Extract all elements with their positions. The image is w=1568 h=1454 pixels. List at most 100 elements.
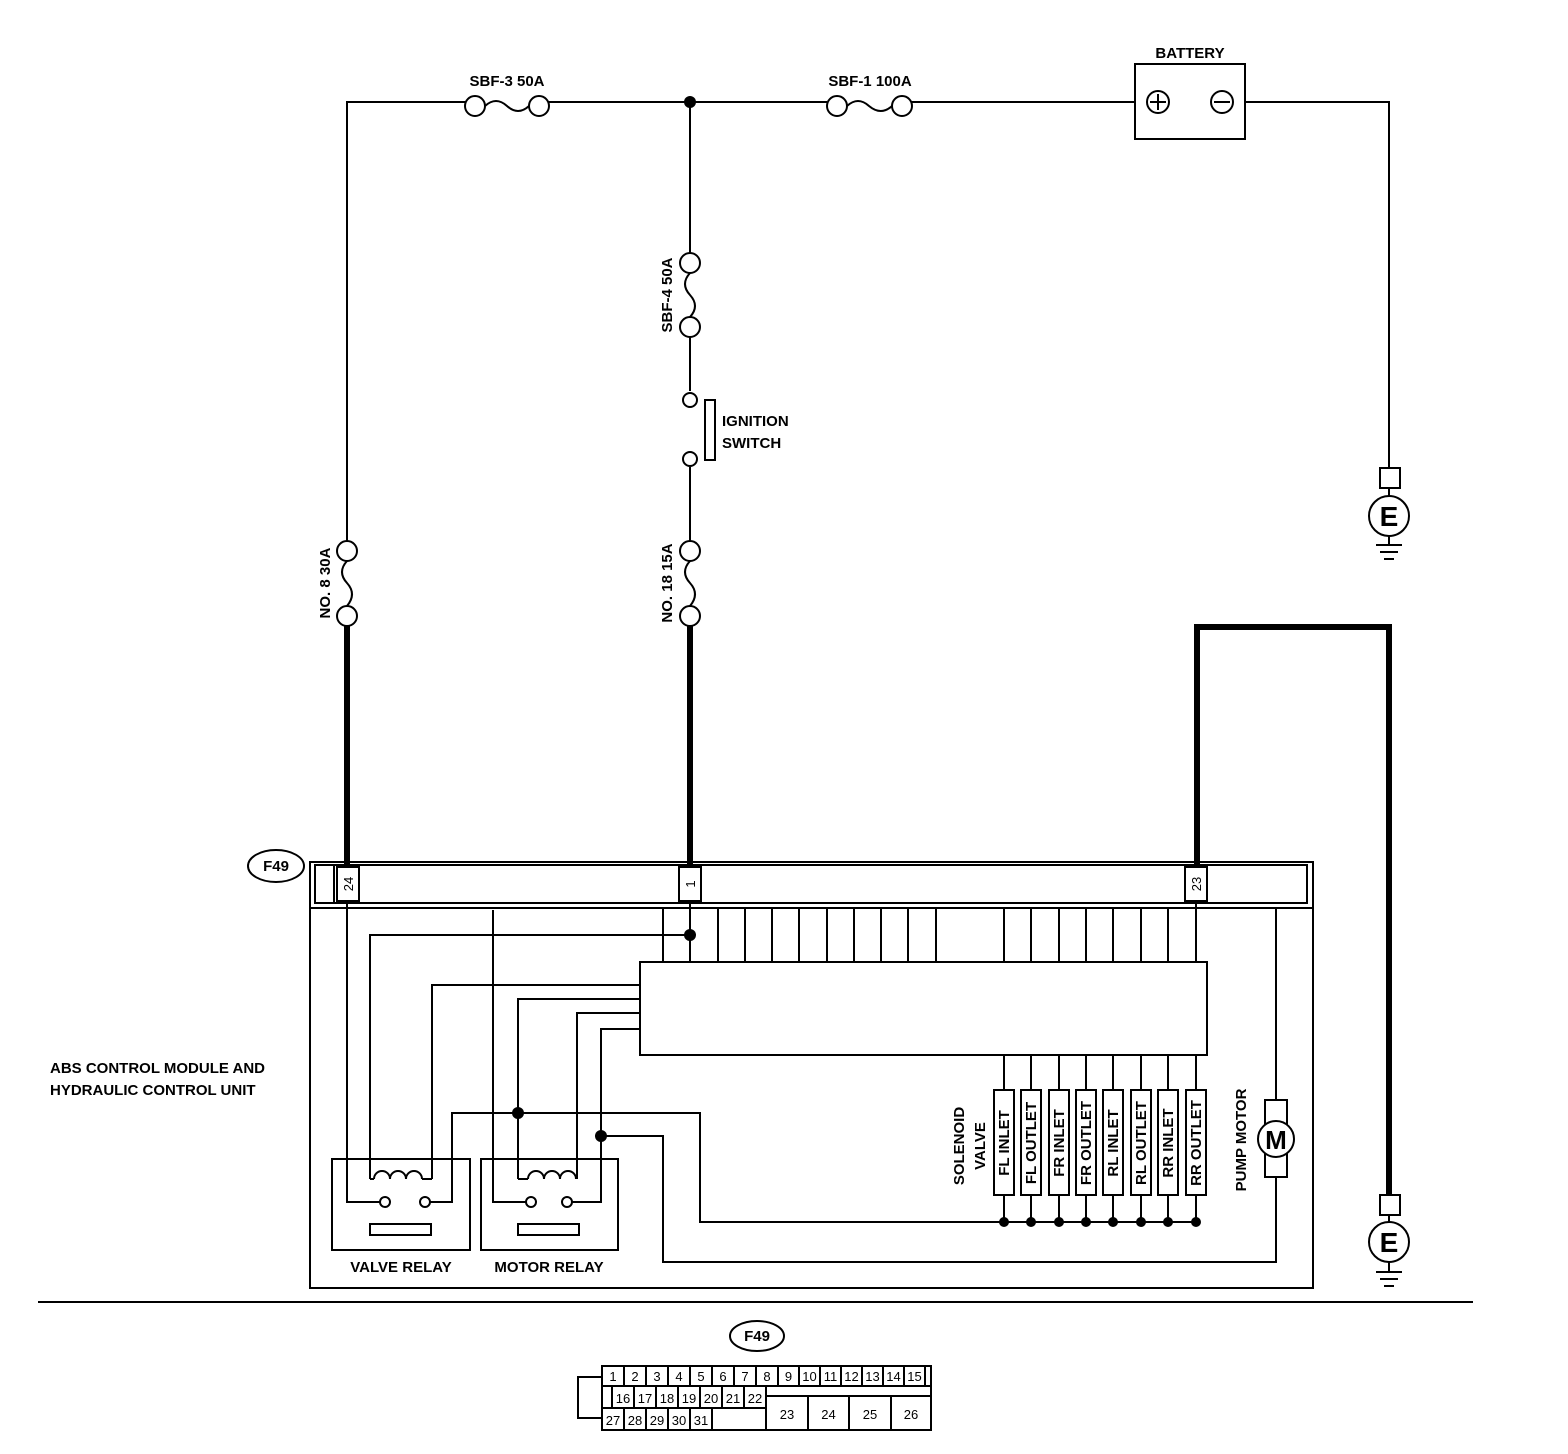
- ignition-switch: IGNITION SWITCH: [682, 392, 789, 467]
- connector-cell: 28: [628, 1413, 642, 1428]
- control-ic: [639, 961, 1208, 1056]
- pump-motor-label: PUMP MOTOR: [1233, 1088, 1250, 1191]
- connector-cell: 17: [638, 1391, 652, 1406]
- solenoid-rr-inlet: RR INLET: [1157, 1089, 1179, 1196]
- connector-cell: 15: [907, 1369, 921, 1384]
- big-cells: 23 24 25 26: [780, 1407, 918, 1422]
- svg-text:FL OUTLET: FL OUTLET: [1023, 1102, 1040, 1184]
- fuse-sbf3: SBF-3 50A: [464, 73, 550, 117]
- module-label-line2: HYDRAULIC CONTROL UNIT: [50, 1082, 256, 1099]
- fuse-sbf1: SBF-1 100A: [826, 73, 913, 117]
- fuse8-label: NO. 8 30A: [317, 547, 334, 618]
- connector-face-id: F49: [744, 1328, 770, 1345]
- connector-cell: 23: [780, 1407, 794, 1422]
- connector-cell: 21: [726, 1391, 740, 1406]
- module-label-line1: ABS CONTROL MODULE AND: [50, 1060, 265, 1077]
- ground-upper-symbol: E: [1380, 501, 1399, 532]
- pin-1: [678, 866, 702, 902]
- top-wiring: [346, 96, 1390, 542]
- fuse-no18: NO. 18 15A: [659, 540, 701, 627]
- battery: BATTERY: [1134, 45, 1246, 140]
- connector-f49-strip: F49 24 1 23: [247, 849, 1308, 904]
- battery-minus-icon: [1210, 90, 1234, 114]
- solenoid-rr-outlet: RR OUTLET: [1185, 1089, 1207, 1196]
- connector-cell: 26: [904, 1407, 918, 1422]
- motor-icon: [1257, 1120, 1295, 1158]
- svg-text:RR OUTLET: RR OUTLET: [1188, 1100, 1205, 1186]
- sbf4-label: SBF-4 50A: [659, 257, 676, 332]
- connector-cell: 4: [675, 1369, 682, 1384]
- svg-text:23: 23: [1189, 877, 1204, 891]
- svg-text:FR OUTLET: FR OUTLET: [1078, 1101, 1095, 1185]
- valve-relay: VALVE RELAY: [331, 1158, 471, 1276]
- connector-cell: 31: [694, 1413, 708, 1428]
- fuse-no8: NO. 8 30A: [317, 540, 358, 627]
- motor-symbol: M: [1265, 1125, 1287, 1155]
- svg-text:24: 24: [341, 877, 356, 891]
- connector-cell: 27: [606, 1413, 620, 1428]
- connector-cell: 13: [865, 1369, 879, 1384]
- fuse-sbf4: SBF-4 50A: [659, 252, 701, 338]
- sbf1-label: SBF-1 100A: [828, 73, 912, 90]
- fuse18-label: NO. 18 15A: [659, 543, 676, 622]
- solenoid-fl-outlet: FL OUTLET: [1020, 1089, 1042, 1196]
- svg-text:1: 1: [683, 880, 698, 887]
- svg-text:FL INLET: FL INLET: [996, 1110, 1013, 1176]
- ground-lower-symbol: E: [1380, 1227, 1399, 1258]
- connector-cell: 14: [886, 1369, 900, 1384]
- connector-cell: 3: [653, 1369, 660, 1384]
- battery-label: BATTERY: [1155, 45, 1224, 62]
- relay-coil-icon: [527, 1170, 577, 1180]
- solenoid-label-line1: SOLENOID: [951, 1107, 968, 1186]
- connector-cell: 19: [682, 1391, 696, 1406]
- heavy-wire-23-ground: [1194, 624, 1392, 1195]
- connector-cell: 7: [741, 1369, 748, 1384]
- pin-24: [336, 866, 360, 902]
- connector-cell: 18: [660, 1391, 674, 1406]
- connector-cell: 10: [802, 1369, 816, 1384]
- junction-dot: [684, 96, 696, 108]
- connector-cell: 5: [697, 1369, 704, 1384]
- row3-cells: 27 28 29 30 31: [606, 1408, 713, 1430]
- connector-id-label: F49: [263, 858, 289, 875]
- svg-text:RL OUTLET: RL OUTLET: [1133, 1101, 1150, 1185]
- connector-cell: 25: [863, 1407, 877, 1422]
- solenoid-fr-outlet: FR OUTLET: [1075, 1089, 1097, 1196]
- relay-coil-icon: [373, 1170, 423, 1180]
- pin-23: [1184, 866, 1208, 902]
- connector-cell: 29: [650, 1413, 664, 1428]
- connector-cell: 6: [719, 1369, 726, 1384]
- connector-cell: 12: [844, 1369, 858, 1384]
- connector-cell: 22: [748, 1391, 762, 1406]
- ground-lower: E: [1368, 1194, 1410, 1287]
- connector-cell: 1: [609, 1369, 616, 1384]
- svg-text:FR INLET: FR INLET: [1051, 1109, 1068, 1177]
- solenoid-fr-inlet: FR INLET: [1048, 1089, 1070, 1196]
- connector-cell: 30: [672, 1413, 686, 1428]
- solenoid-rl-outlet: RL OUTLET: [1130, 1089, 1152, 1196]
- ignition-label-line1: IGNITION: [722, 413, 789, 430]
- solenoid-label-line2: VALVE: [972, 1122, 989, 1170]
- motor-relay: MOTOR RELAY: [480, 1158, 619, 1276]
- connector-cell: 2: [631, 1369, 638, 1384]
- valve-relay-label: VALVE RELAY: [350, 1259, 451, 1276]
- connector-cell: 24: [821, 1407, 835, 1422]
- ignition-label-line2: SWITCH: [722, 435, 781, 452]
- abs-module: ABS CONTROL MODULE AND HYDRAULIC CONTROL…: [50, 861, 1314, 1289]
- solenoid-fl-inlet: FL INLET: [993, 1089, 1015, 1196]
- ground-upper: E: [1368, 467, 1410, 560]
- connector-cell: 8: [763, 1369, 770, 1384]
- solenoid-valves: SOLENOID VALVE FL INLET FL OUTLET FR INL…: [951, 1089, 1207, 1196]
- pump-motor: PUMP MOTOR M: [1233, 1088, 1295, 1222]
- connector-cell: 9: [785, 1369, 792, 1384]
- svg-text:RL INLET: RL INLET: [1105, 1109, 1122, 1176]
- motor-relay-label: MOTOR RELAY: [494, 1259, 603, 1276]
- svg-text:RR INLET: RR INLET: [1160, 1108, 1177, 1177]
- connector-cell: 11: [824, 1369, 838, 1384]
- sbf3-label: SBF-3 50A: [469, 73, 544, 90]
- solenoid-rl-inlet: RL INLET: [1102, 1089, 1124, 1196]
